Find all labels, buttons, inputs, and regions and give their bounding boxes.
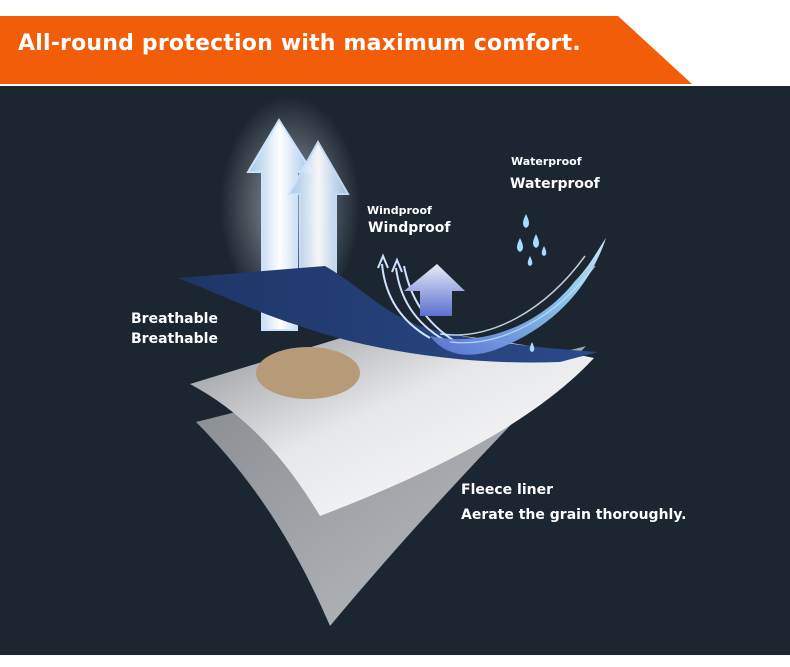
fabric-layers-panel: Waterproof Waterproof Windproof Windproo…	[0, 86, 790, 655]
fleece-description: Aerate the grain thoroughly.	[461, 507, 687, 523]
breathable-label: Breathable	[131, 311, 218, 327]
breathable-label-secondary: Breathable	[131, 331, 218, 347]
header-banner: All-round protection with maximum comfor…	[0, 0, 790, 86]
bottom-strip	[0, 655, 790, 667]
windproof-label: Windproof	[368, 220, 451, 236]
windproof-label-small: Windproof	[367, 204, 432, 217]
waterproof-label: Waterproof	[510, 176, 600, 192]
wind-block-arrow-icon	[404, 264, 465, 316]
fleece-liner-label: Fleece liner	[461, 482, 553, 498]
water-wave-icon	[430, 238, 606, 355]
water-drop-icon	[517, 214, 547, 352]
banner-shape	[0, 16, 692, 84]
waterproof-label-small: Waterproof	[511, 155, 582, 168]
fleece-patch	[256, 347, 360, 399]
fabric-illustration	[178, 96, 606, 626]
top-fabric-layer	[178, 266, 598, 363]
banner-title: All-round protection with maximum comfor…	[18, 31, 581, 56]
